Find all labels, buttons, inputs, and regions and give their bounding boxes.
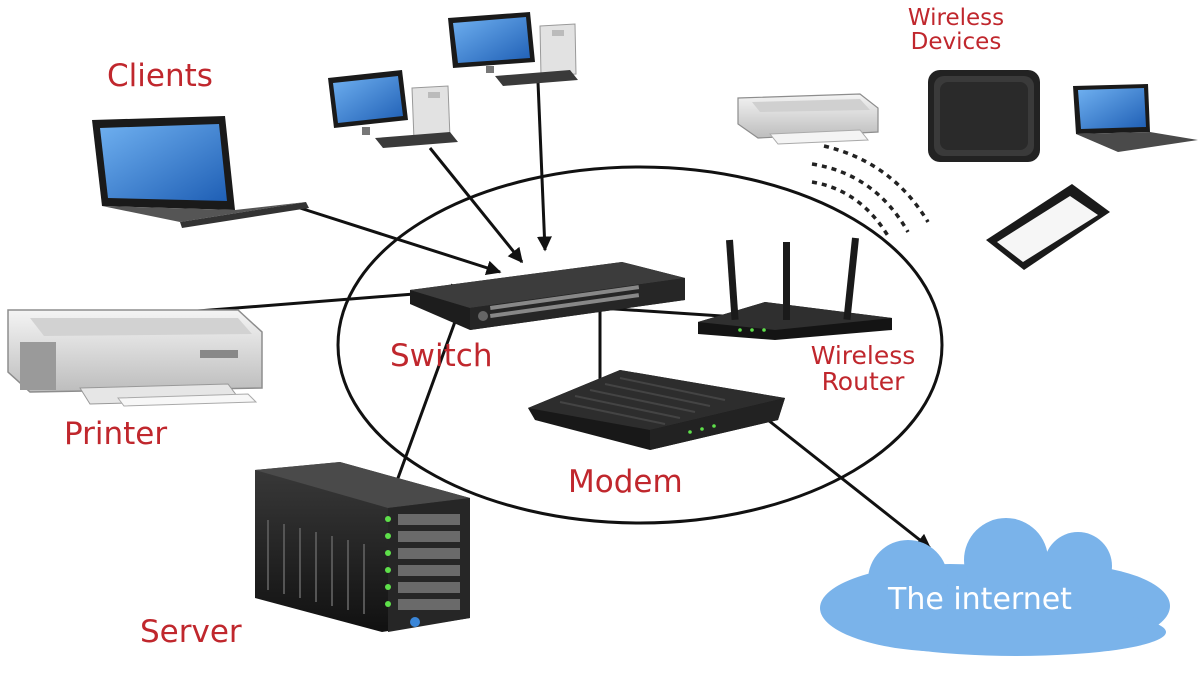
modem-label: Modem bbox=[568, 464, 683, 500]
wireless-devices-label-line1: Wireless bbox=[907, 5, 1005, 31]
wifi-signal-icon bbox=[811, 144, 930, 237]
wireless-router-label: Wireless Router bbox=[788, 341, 938, 397]
server-tower-icon bbox=[255, 462, 470, 632]
switch-label: Switch bbox=[390, 338, 493, 374]
desktop-right-to-switch-line bbox=[536, 81, 552, 252]
smartphone-icon bbox=[986, 184, 1110, 270]
internet-label: The internet bbox=[888, 582, 1072, 617]
desktop-left-icon bbox=[328, 70, 458, 148]
client-laptop-icon bbox=[92, 116, 309, 228]
wireless-devices-label: Wireless Devices bbox=[892, 6, 1020, 54]
wireless-router-label-line1: Wireless bbox=[810, 341, 916, 370]
desktop-left-to-switch-line bbox=[428, 147, 524, 264]
client-laptop-to-switch-line bbox=[299, 206, 502, 276]
smart-speaker-icon bbox=[928, 70, 1040, 162]
wireless-laptop-icon bbox=[1073, 84, 1198, 152]
cloud-icon bbox=[820, 518, 1170, 656]
server-label: Server bbox=[140, 614, 242, 650]
wireless-printer-icon bbox=[737, 93, 879, 145]
server-to-switch-line bbox=[388, 306, 463, 501]
wireless-router-label-line2: Router bbox=[821, 367, 905, 397]
wireless-devices-label-line2: Devices bbox=[910, 29, 1002, 56]
desktop-right-icon bbox=[448, 12, 578, 86]
printer-label: Printer bbox=[64, 416, 168, 452]
network-ring bbox=[336, 165, 944, 525]
wireless-router-icon bbox=[698, 237, 892, 340]
printer-icon bbox=[7, 309, 263, 407]
modem-icon bbox=[528, 370, 785, 450]
clients-label: Clients bbox=[107, 58, 213, 94]
network-switch-icon bbox=[410, 262, 685, 330]
modem-to-internet-line bbox=[767, 418, 932, 550]
